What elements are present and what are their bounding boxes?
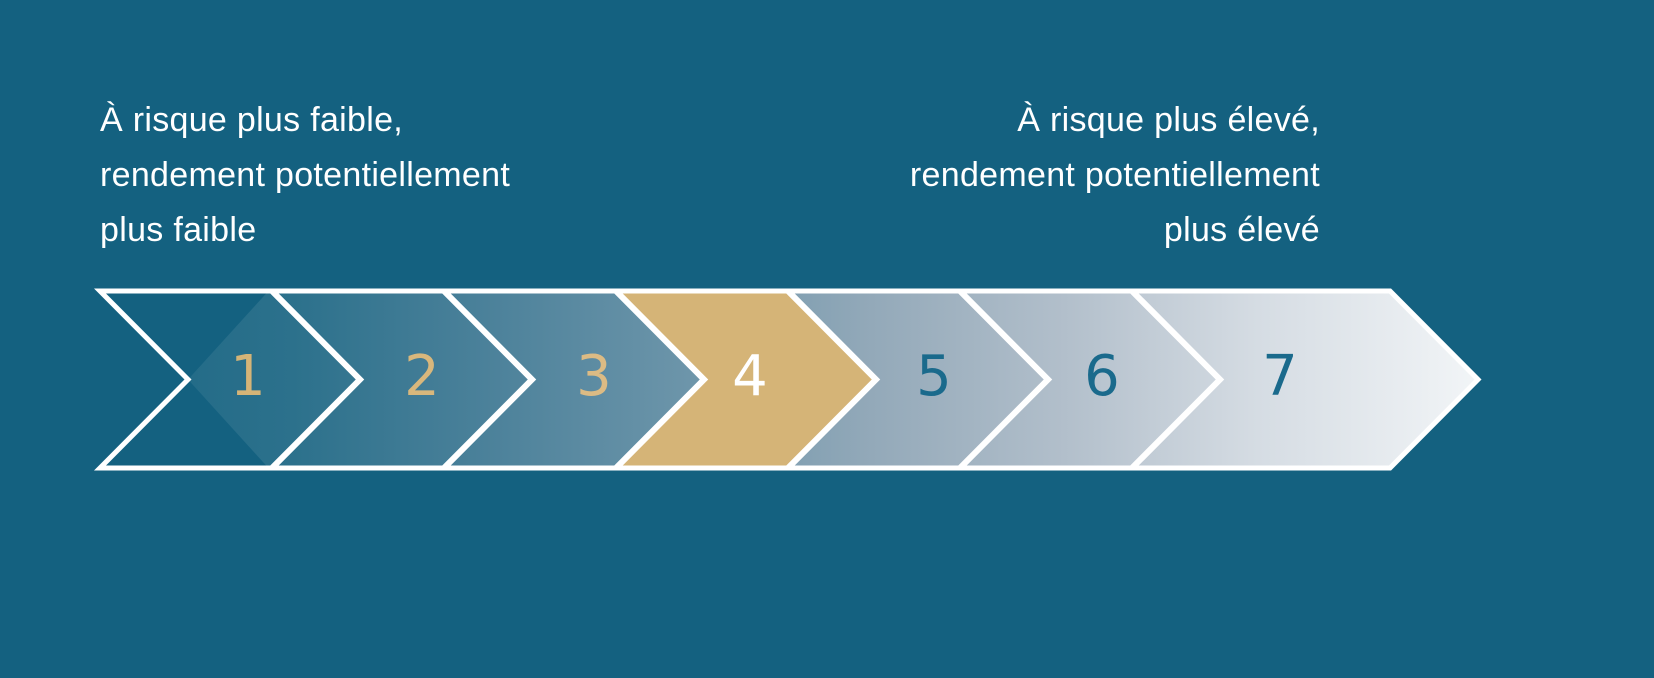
risk-segment-label-4: 4 [732, 344, 768, 409]
risk-segment-label-6: 6 [1084, 344, 1120, 409]
risk-segment-label-2: 2 [404, 344, 440, 409]
risk-divider-4 [785, 288, 881, 471]
risk-bar-outline [93, 288, 1482, 471]
risk-divider-2 [441, 288, 537, 471]
risk-divider-5 [957, 288, 1053, 471]
risk-divider-1 [269, 288, 365, 471]
risk-segment-label-5: 5 [916, 344, 952, 409]
risk-segment-4-fill[interactable] [616, 291, 876, 468]
risk-segment-label-3: 3 [576, 344, 612, 409]
risk-segment-label-7: 7 [1262, 344, 1298, 409]
risk-divider-3 [613, 288, 709, 471]
risk-divider-6 [1129, 288, 1225, 471]
legend-higher-risk: À risque plus élevé, rendement potentiel… [909, 101, 1320, 249]
legend-lower-risk: À risque plus faible, rendement potentie… [100, 101, 511, 249]
risk-segment-label-1: 1 [230, 344, 266, 409]
